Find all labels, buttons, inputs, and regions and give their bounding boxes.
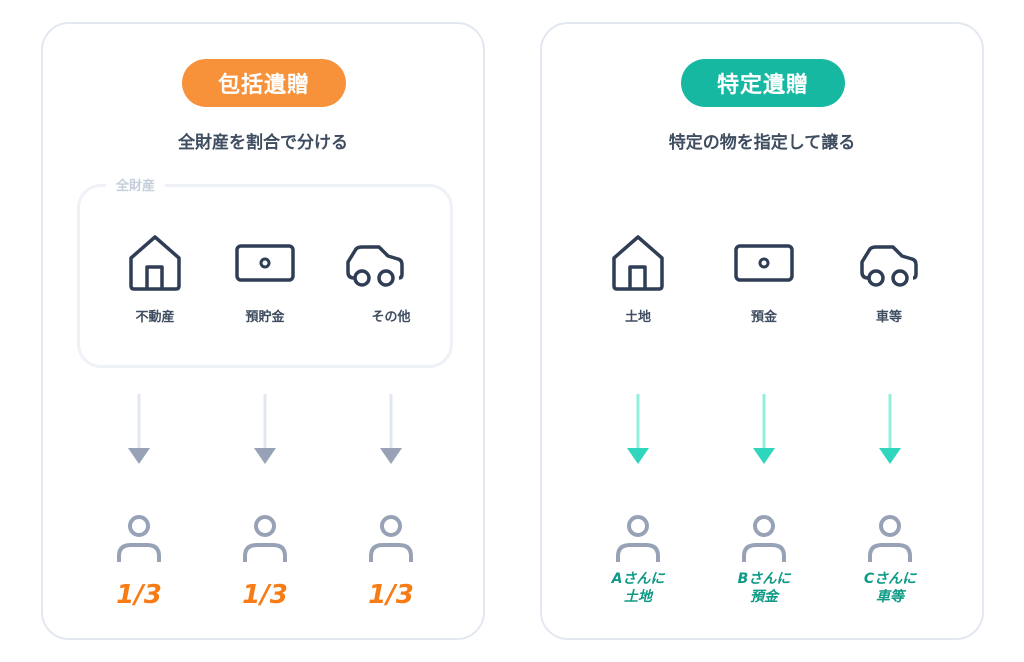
asset-label: 土地 — [624, 310, 651, 325]
arrow-down-icon — [753, 394, 775, 464]
asset-label: 不動産 — [135, 310, 175, 325]
arrow-down-icon — [128, 394, 150, 464]
arrow-down-icon — [380, 394, 402, 464]
recipient-label: Bさんに 預金 — [709, 570, 819, 606]
person-icon — [868, 515, 912, 564]
asset-label: その他 — [371, 310, 411, 325]
asset-label: 車等 — [875, 310, 902, 325]
specific-bequest-subtitle: 特定の物を指定して譲る — [668, 133, 856, 153]
general-bequest-card: 包括遺贈 全財産を割合で分ける 全財産 不動産 預貯金 その他 1/3 1/3 … — [41, 22, 485, 640]
all-assets-group: 全財産 — [77, 175, 453, 368]
recipient-label: Cさんに 車等 — [835, 570, 945, 606]
recipient-name: Cさんに — [863, 571, 917, 587]
car-icon — [860, 245, 918, 287]
person-icon — [742, 515, 786, 564]
recipient-name: Aさんに — [611, 571, 665, 587]
share-label: 1/3 — [116, 580, 162, 610]
general-bequest-badge: 包括遺贈 — [182, 59, 346, 107]
person-icon — [243, 515, 287, 564]
arrow-down-icon — [879, 394, 901, 464]
recipient-item: 土地 — [624, 589, 652, 605]
bill-icon — [734, 244, 794, 282]
specific-bequest-badge: 特定遺贈 — [681, 59, 845, 107]
recipient-item: 車等 — [876, 589, 904, 605]
specific-bequest-card: 特定遺贈 特定の物を指定して譲る 土地 預金 車等 Aさんに 土地 Bさんに 預… — [540, 22, 984, 640]
share-label: 1/3 — [242, 580, 288, 610]
share-label: 1/3 — [368, 580, 414, 610]
recipient-item: 預金 — [750, 589, 778, 605]
asset-label: 預貯金 — [245, 310, 285, 325]
all-assets-label: 全財産 — [106, 175, 166, 194]
arrow-down-icon — [254, 394, 276, 464]
recipient-name: Bさんに — [737, 571, 791, 587]
bill-icon — [235, 244, 295, 282]
car-icon — [346, 245, 404, 287]
arrow-down-icon — [627, 394, 649, 464]
house-icon — [612, 235, 664, 291]
house-icon — [129, 235, 181, 291]
person-icon — [616, 515, 660, 564]
person-icon — [369, 515, 413, 564]
asset-label: 預金 — [750, 310, 777, 325]
recipient-label: Aさんに 土地 — [583, 570, 693, 606]
person-icon — [117, 515, 161, 564]
general-bequest-subtitle: 全財産を割合で分ける — [178, 133, 348, 153]
